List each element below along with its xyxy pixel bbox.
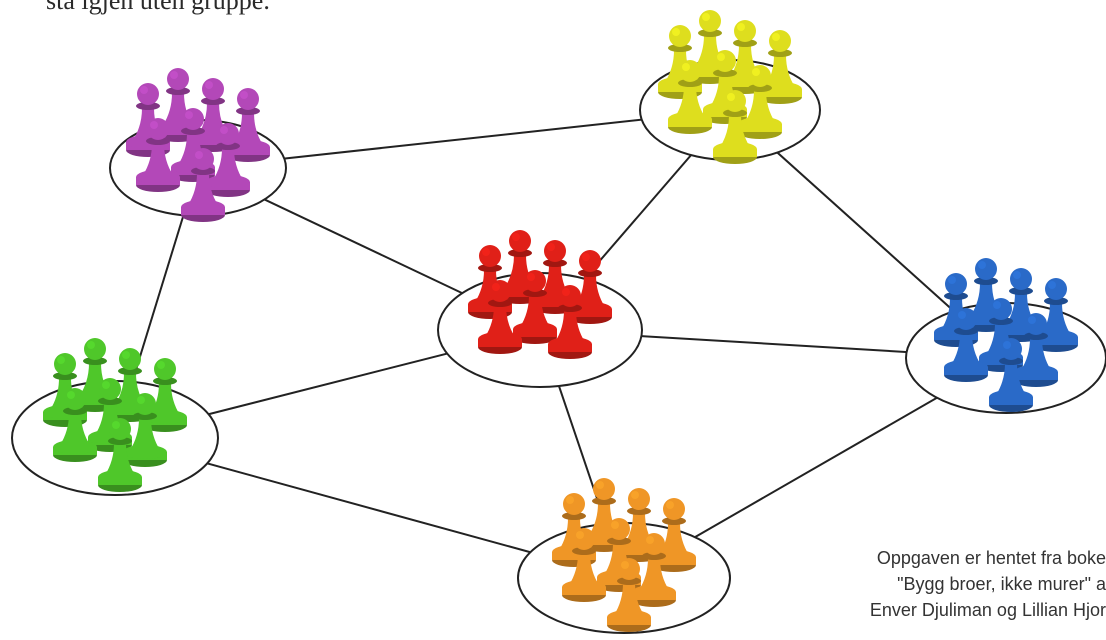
yellow-pawn-6 — [668, 60, 712, 134]
orange-pawn-8 — [607, 558, 651, 632]
blue-pawn-7 — [1014, 313, 1058, 387]
purple-pawn-7 — [206, 123, 250, 197]
green-pawn-6 — [53, 388, 97, 462]
blue-pawn-6 — [944, 308, 988, 382]
blue-pawn-8 — [989, 338, 1033, 412]
purple-pawn-6 — [136, 118, 180, 192]
credit-line-3: Enver Djuliman og Lillian Hjor — [869, 600, 1106, 620]
orange-pawn-6 — [562, 528, 606, 602]
orange-pawn-4 — [652, 498, 696, 572]
yellow-pawn-4 — [758, 30, 802, 104]
credit-line-2: "Bygg broer, ikke murer" a — [897, 574, 1106, 594]
top-text: stå igjen uten gruppe. — [46, 0, 270, 15]
purple-pawn-4 — [226, 88, 270, 162]
red-pawn-4 — [568, 250, 612, 324]
credit-line-1: Oppgaven er hentet fra boke — [876, 548, 1106, 568]
red-pawn-7 — [548, 285, 592, 359]
green-pawn-8 — [98, 418, 142, 492]
yellow-pawn-8 — [713, 90, 757, 164]
purple-pawn-8 — [181, 148, 225, 222]
yellow-pawn-7 — [738, 65, 782, 139]
orange-pawn-7 — [632, 533, 676, 607]
red-pawn-6 — [478, 280, 522, 354]
red-pawn-5 — [513, 270, 557, 344]
green-pawn-7 — [123, 393, 167, 467]
source-credit: Oppgaven er hentet fra boke "Bygg broer,… — [816, 545, 1106, 623]
